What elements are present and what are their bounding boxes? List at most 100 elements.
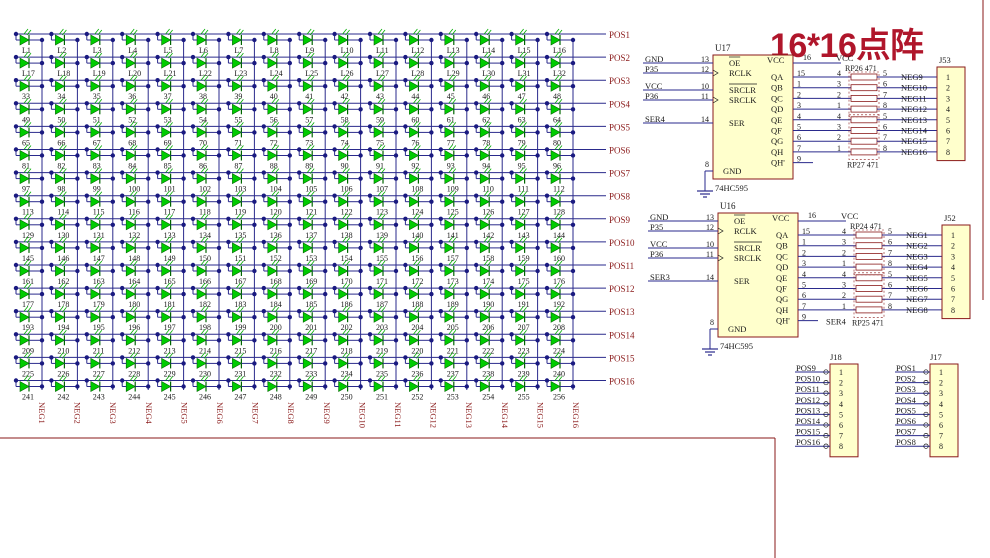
led-label: 150	[199, 254, 211, 263]
junction-dot	[535, 130, 540, 135]
led-symbol	[196, 57, 207, 69]
led-arrow	[519, 375, 524, 381]
led-arrow	[377, 28, 383, 35]
junction-dot	[13, 285, 19, 291]
led: L20	[120, 51, 151, 78]
led-symbol	[409, 311, 420, 323]
led-arrow	[483, 213, 489, 220]
led-arrow	[165, 144, 170, 150]
connector-body	[829, 363, 859, 458]
led-symbol	[19, 80, 30, 92]
junction-dot	[216, 245, 222, 251]
junction-dot	[323, 384, 328, 389]
led-arrow	[239, 260, 244, 267]
led-arrow	[168, 191, 173, 197]
connector-pin-number: 7	[946, 137, 950, 146]
led-label: 254	[482, 393, 494, 402]
led-arrow	[448, 74, 454, 81]
junction-dot	[429, 245, 434, 251]
led-arrow	[203, 75, 209, 82]
junction-dot	[75, 107, 80, 112]
led-symbol	[90, 196, 101, 208]
led-arrow	[274, 168, 280, 174]
resistor-pin-number: 8	[888, 302, 892, 311]
neg-label: NEG2	[73, 402, 83, 424]
connector-pin-number: 3	[939, 389, 943, 398]
chip-output-name: QH	[776, 305, 788, 315]
led-arrow	[416, 330, 421, 336]
led-label: 71	[234, 138, 242, 147]
connector-pin-number: 2	[839, 379, 843, 388]
led-arrow	[23, 305, 29, 312]
led-arrow	[97, 75, 103, 82]
chip-pin-number: 16	[808, 211, 816, 220]
junction-dot	[181, 291, 186, 297]
led-arrow	[309, 260, 315, 267]
chip-output-name: QF	[776, 284, 787, 294]
led-label: 52	[128, 115, 136, 124]
led-arrow	[97, 122, 103, 128]
junction-dot	[261, 285, 266, 291]
led: 205	[438, 305, 469, 332]
led-arrow	[519, 51, 524, 58]
connector-ref: J53	[939, 55, 951, 65]
led: L6	[190, 28, 222, 55]
led-arrow	[23, 190, 29, 196]
led: 107	[367, 167, 399, 194]
led-arrow	[236, 282, 241, 289]
junction-dot	[75, 268, 80, 274]
led-arrow	[236, 28, 241, 35]
junction-dot	[110, 199, 116, 204]
led-arrow	[168, 99, 173, 105]
led-arrow	[203, 214, 209, 221]
chip-output-name: QG	[776, 294, 788, 304]
junction-dot	[110, 107, 116, 112]
junction-dot	[110, 361, 116, 366]
junction-dot	[75, 153, 80, 158]
pos-label: POS11	[609, 261, 634, 271]
junction-dot	[110, 268, 116, 274]
led-label: 165	[164, 277, 176, 286]
pos-label: POS7	[609, 169, 631, 179]
junction-dot	[358, 130, 363, 135]
junction-dot	[39, 245, 45, 251]
junction-dot	[500, 291, 505, 297]
led: 220	[403, 329, 434, 355]
led-arrow	[200, 28, 206, 35]
led-arrow	[380, 75, 386, 82]
led-label: 116	[128, 208, 140, 217]
led-symbol	[232, 311, 243, 323]
led-label: 88	[270, 162, 278, 171]
junction-dot	[358, 153, 363, 158]
led-label: 123	[376, 208, 388, 217]
led-arrow	[23, 28, 29, 35]
led-arrow	[377, 121, 383, 127]
led-label: 188	[411, 300, 423, 309]
junction-dot	[332, 147, 337, 152]
led-arrow	[168, 237, 173, 244]
led-arrow	[203, 52, 209, 59]
junction-dot	[367, 54, 373, 60]
led-arrow	[271, 167, 277, 173]
neg-label: NEG15	[535, 402, 545, 428]
led-label: L30	[482, 69, 495, 78]
junction-dot	[120, 170, 125, 175]
junction-dot	[332, 309, 337, 314]
led-label: 208	[553, 323, 565, 332]
connector-pin-number: 8	[951, 306, 955, 315]
led-symbol	[338, 380, 349, 393]
junction-dot	[403, 54, 408, 60]
junction-dot	[464, 338, 469, 343]
neg-net-label: NEG13	[901, 115, 927, 125]
junction-dot	[438, 78, 443, 83]
junction-dot	[216, 361, 222, 366]
junction-dot	[252, 245, 257, 251]
led: 100	[120, 167, 151, 194]
chip-pin-name: OE	[734, 216, 745, 226]
led: 201	[297, 305, 328, 332]
net-label: SER4	[826, 317, 847, 327]
led-label: 171	[376, 277, 388, 286]
led-symbol	[161, 149, 172, 162]
junction-dot	[155, 355, 160, 360]
chip-pin-number: 2	[802, 248, 806, 257]
